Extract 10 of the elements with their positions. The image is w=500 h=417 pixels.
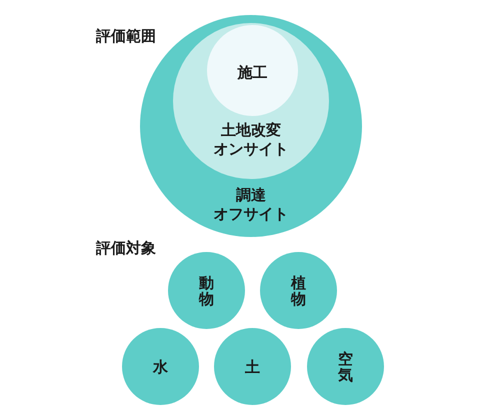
circle-label: 動物 bbox=[199, 274, 214, 306]
circle-label: 施工 bbox=[236, 64, 268, 82]
section-heading: 評価対象 bbox=[96, 239, 156, 257]
circle-label: 植物 bbox=[291, 274, 306, 306]
section-heading: 評価範囲 bbox=[96, 27, 156, 45]
circle-label: 土 bbox=[245, 358, 260, 374]
circle-label: 空気 bbox=[338, 350, 353, 382]
circle-label: 水 bbox=[153, 358, 168, 374]
circle-label: 土地改変オンサイト bbox=[212, 121, 290, 159]
circle-label: 調達オフサイト bbox=[212, 186, 290, 224]
